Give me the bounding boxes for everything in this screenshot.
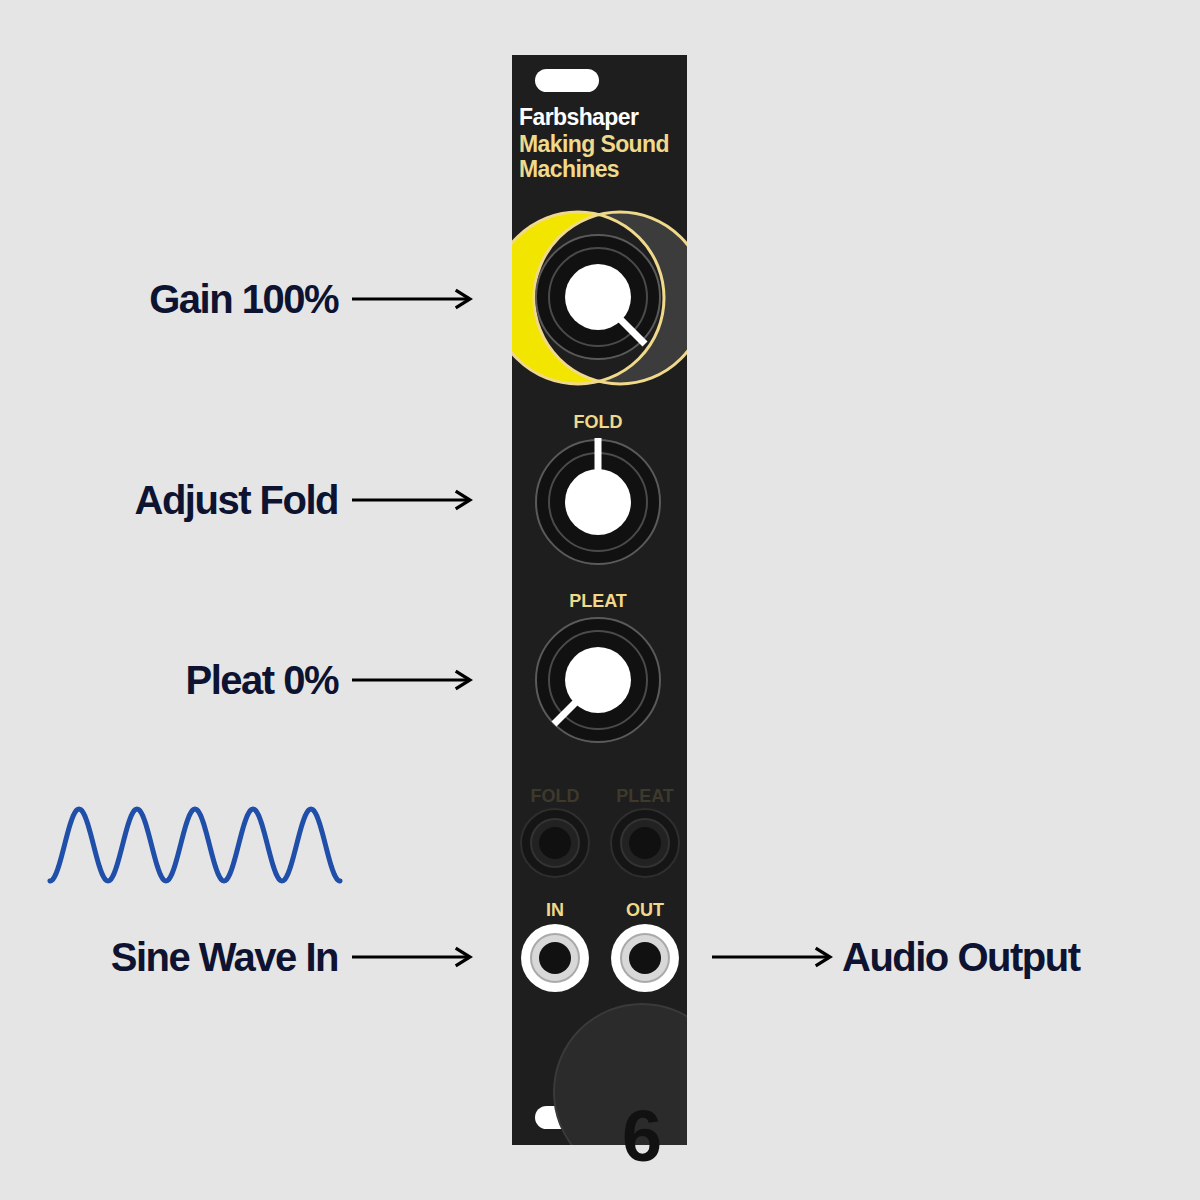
- pleat-knob: [536, 618, 660, 742]
- cv-jack: [611, 809, 679, 877]
- mounting-slot: [535, 69, 599, 92]
- badge-circle: [554, 1004, 687, 1145]
- cv-input-label: PLEAT: [616, 787, 674, 807]
- fold-knob: [536, 438, 660, 564]
- cv-jack: [521, 809, 589, 877]
- knob-label: FOLD: [574, 413, 623, 433]
- cv-input-label: FOLD: [531, 787, 580, 807]
- knob-label: PLEAT: [569, 592, 627, 612]
- callout-label: Sine Wave In: [111, 937, 338, 977]
- audio-jack: [521, 924, 589, 992]
- callout-label: Pleat 0%: [185, 660, 338, 700]
- callout-label: Audio Output: [842, 937, 1079, 977]
- audio-jack: [611, 924, 679, 992]
- gain-knob: [536, 235, 660, 359]
- brand-name: Making Sound Machines: [519, 132, 685, 183]
- circle-outline: [534, 212, 687, 384]
- callout-label: Gain 100%: [149, 279, 338, 319]
- jack-label: IN: [546, 901, 564, 921]
- module-name: Farbshaper: [519, 105, 638, 130]
- module-panel: FarbshaperMaking Sound MachinesFOLD PLEAT…: [512, 55, 687, 1145]
- module-number: 6: [622, 1097, 662, 1176]
- callout-label: Adjust Fold: [135, 480, 338, 520]
- sine-wave-symbol: [50, 809, 340, 881]
- jack-label: OUT: [626, 901, 664, 921]
- leader-arrow: [352, 299, 830, 957]
